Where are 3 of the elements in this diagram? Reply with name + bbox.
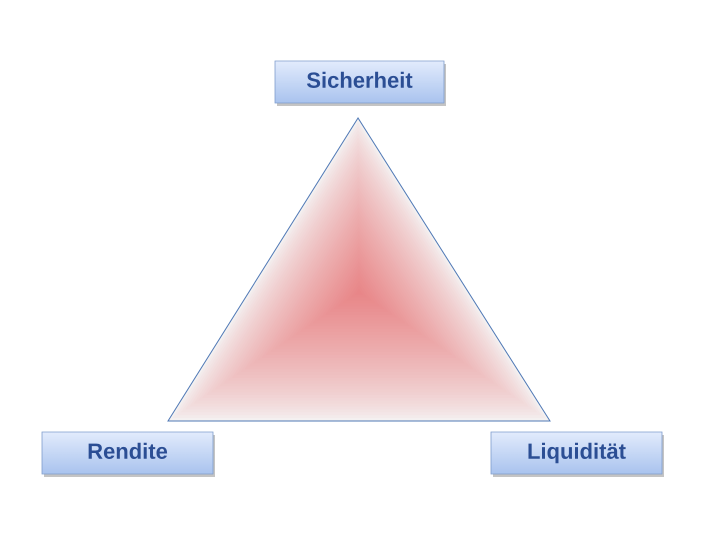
label-box: Sicherheit bbox=[274, 60, 446, 106]
label-box: Rendite bbox=[42, 432, 215, 477]
label-box: Liquidität bbox=[490, 432, 664, 477]
